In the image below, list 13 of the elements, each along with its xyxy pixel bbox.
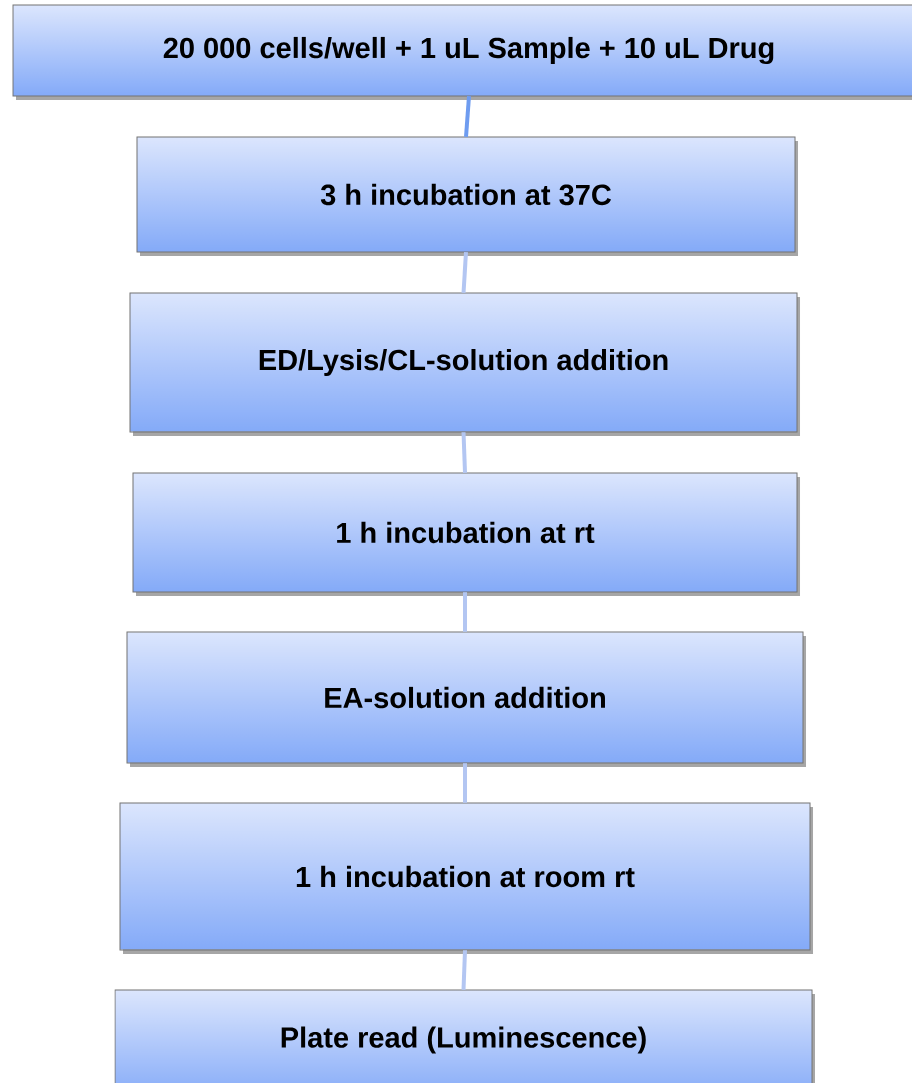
process-box: 20 000 cells/well + 1 uL Sample + 10 uL Drug xyxy=(12,4,912,100)
process-box: 3 h incubation at 37C xyxy=(136,136,798,256)
process-box: ED/Lysis/CL-solution addition xyxy=(129,292,800,436)
process-box: Plate read (Luminescence) xyxy=(114,989,815,1083)
process-box: EA-solution addition xyxy=(126,631,806,767)
process-box: 1 h incubation at rt xyxy=(132,472,800,596)
connector-line xyxy=(463,592,467,632)
connector-line xyxy=(461,950,467,990)
connector-line xyxy=(463,763,467,803)
process-box: 1 h incubation at room rt xyxy=(119,802,813,954)
connector-line xyxy=(461,432,467,473)
connector-line xyxy=(464,96,471,137)
connector-line xyxy=(461,252,468,293)
